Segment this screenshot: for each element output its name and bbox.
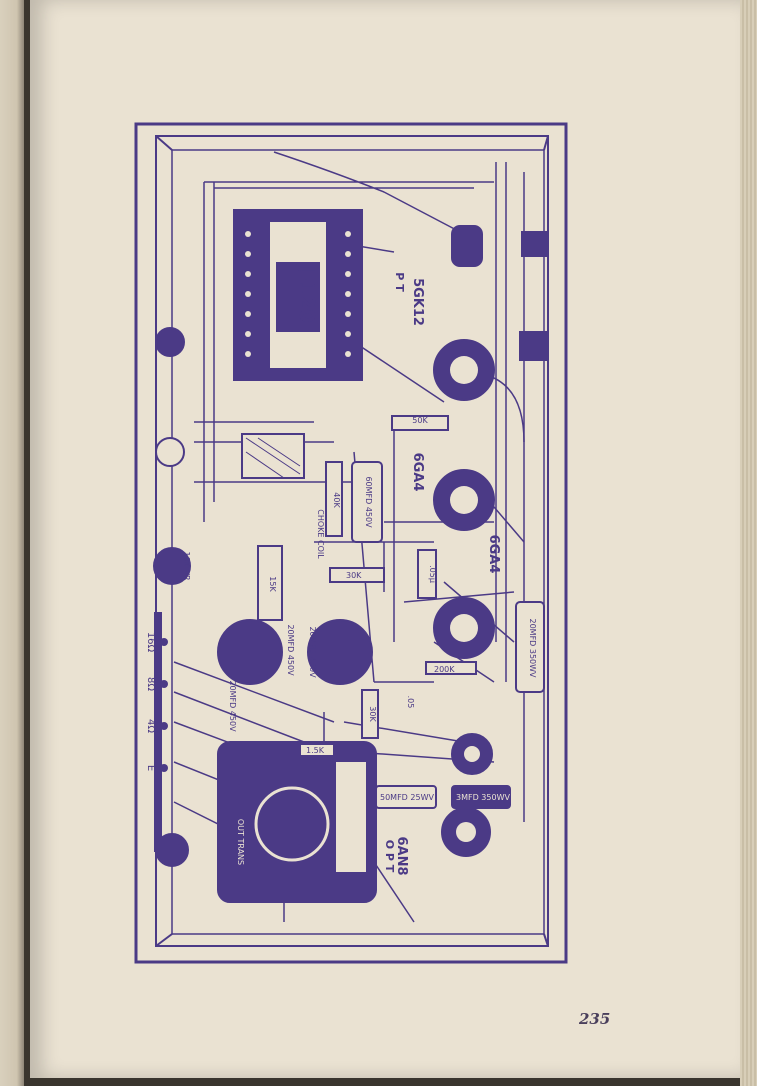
opt-label: O P T (383, 840, 396, 873)
resistor-15k-label: 15K (268, 576, 277, 592)
capacitor-20mfd-c-label: 20MFD 450V (228, 680, 237, 732)
book-page (30, 0, 740, 1078)
resistor-15k-b (299, 743, 335, 757)
ac-socket (519, 331, 549, 361)
fuse-holder (451, 225, 483, 267)
tap-8-label: 8Ω (145, 677, 156, 691)
tube-6ga4-upper-label: 6GA4 (410, 453, 425, 492)
resistor-30k (329, 567, 385, 583)
resistor-30k-b-label: 30K (368, 706, 377, 722)
resistor-50k (391, 415, 449, 431)
capacitor-60mfd-label: 60MFD 450V (364, 476, 373, 528)
capacitor-50mfd (375, 785, 437, 809)
filter-capacitor-can-left (217, 619, 283, 685)
power-transformer-label: J-120 (295, 263, 319, 323)
resistor-15k (257, 545, 283, 621)
page-number: 235 (579, 1010, 611, 1028)
capacitor-05-b-label: .05 (406, 696, 415, 709)
capacitor-50mfd-label: 50MFD 25WV (380, 793, 434, 802)
chassis-base (171, 149, 545, 935)
chassis-inner-frame (155, 135, 549, 947)
volume-potentiometer (153, 547, 191, 585)
capacitor-3mfd (451, 785, 511, 809)
resistor-40k (325, 461, 343, 537)
tap-16-label: 16Ω (145, 632, 156, 653)
jack-top (155, 327, 185, 357)
previous-page-edge (0, 0, 24, 1086)
capacitor-60mfd (351, 461, 383, 543)
tube-6ga4-lower-label: 6GA4 (486, 535, 501, 574)
page-block-edge (740, 0, 757, 1086)
choke-label: CHOKE COIL (316, 509, 325, 559)
tap-e-label: E (145, 765, 156, 771)
capacitor-20mfd-right (515, 601, 545, 693)
output-transformer-label: OUT TRANS (236, 819, 245, 865)
chassis-wiring-diagram: J-120 P T 5GK12 6GA4 6GA4 6AN8 O P T 50K (134, 122, 568, 964)
resistor-50k-label: 50K (412, 416, 428, 425)
resistor-15k-b-label: 1.5K (306, 746, 325, 755)
power-transformer (233, 209, 363, 381)
resistor-40k-label: 40K (332, 492, 341, 508)
resistor-200k (425, 661, 477, 675)
pot-label: 10K VR (182, 552, 191, 581)
capacitor-05-label: .05μ (428, 565, 437, 583)
pilot-lamp (521, 231, 549, 257)
capacitor-20mfd-b-label: 20MFD 450V (308, 626, 317, 678)
tube-6an8-label: 6AN8 (394, 836, 409, 875)
resistor-200k-label: 200K (434, 665, 455, 674)
jack-middle (155, 437, 185, 467)
terminal-strip (154, 612, 162, 852)
output-transformer (217, 741, 377, 903)
tap-4-label: 4Ω (145, 719, 156, 733)
capacitor-20mfd-a-label: 20MFD 450V (286, 624, 295, 676)
tube-5gk12-label: 5GK12 (410, 278, 425, 326)
capacitor-3mfd-label: 3MFD 350WV (456, 793, 510, 802)
resistor-30k-label: 30K (346, 571, 362, 580)
chassis-outer-frame (134, 122, 568, 964)
resistor-30k-b (361, 689, 379, 739)
capacitor-05 (417, 549, 437, 599)
capacitor-20mfd-right-label: 20MFD 350WV (528, 618, 537, 678)
filter-capacitor-can-right (307, 619, 373, 685)
pt-label: P T (393, 272, 406, 292)
